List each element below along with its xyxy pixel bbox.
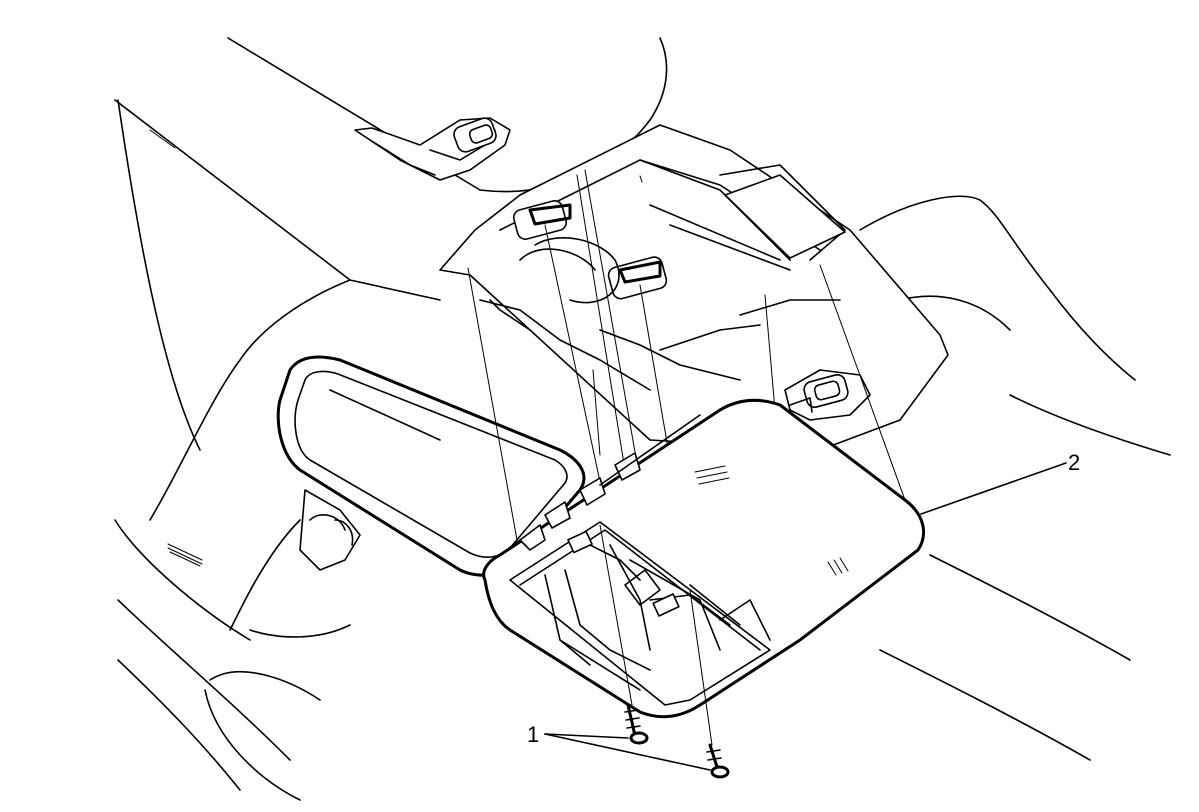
- console-vent-slots-upper: [694, 465, 730, 485]
- roof-mounting-plate: [439, 124, 949, 451]
- overhead-console: [482, 398, 926, 719]
- callout-1: 1: [527, 722, 711, 771]
- screw-left: [599, 524, 649, 745]
- headliner-outline: [114, 37, 1171, 801]
- mirror-mount-marking: [167, 543, 203, 567]
- alignment-guide-lines: [467, 169, 906, 541]
- callout-2-label: 2: [1068, 450, 1080, 475]
- screw-right: [689, 589, 730, 779]
- right-visor-clip: [784, 369, 871, 421]
- console-vent-slots-lower: [827, 557, 849, 576]
- callout-2: 2: [920, 450, 1080, 515]
- callout-1-label: 1: [527, 722, 539, 747]
- upper-visor-clip: [354, 117, 511, 181]
